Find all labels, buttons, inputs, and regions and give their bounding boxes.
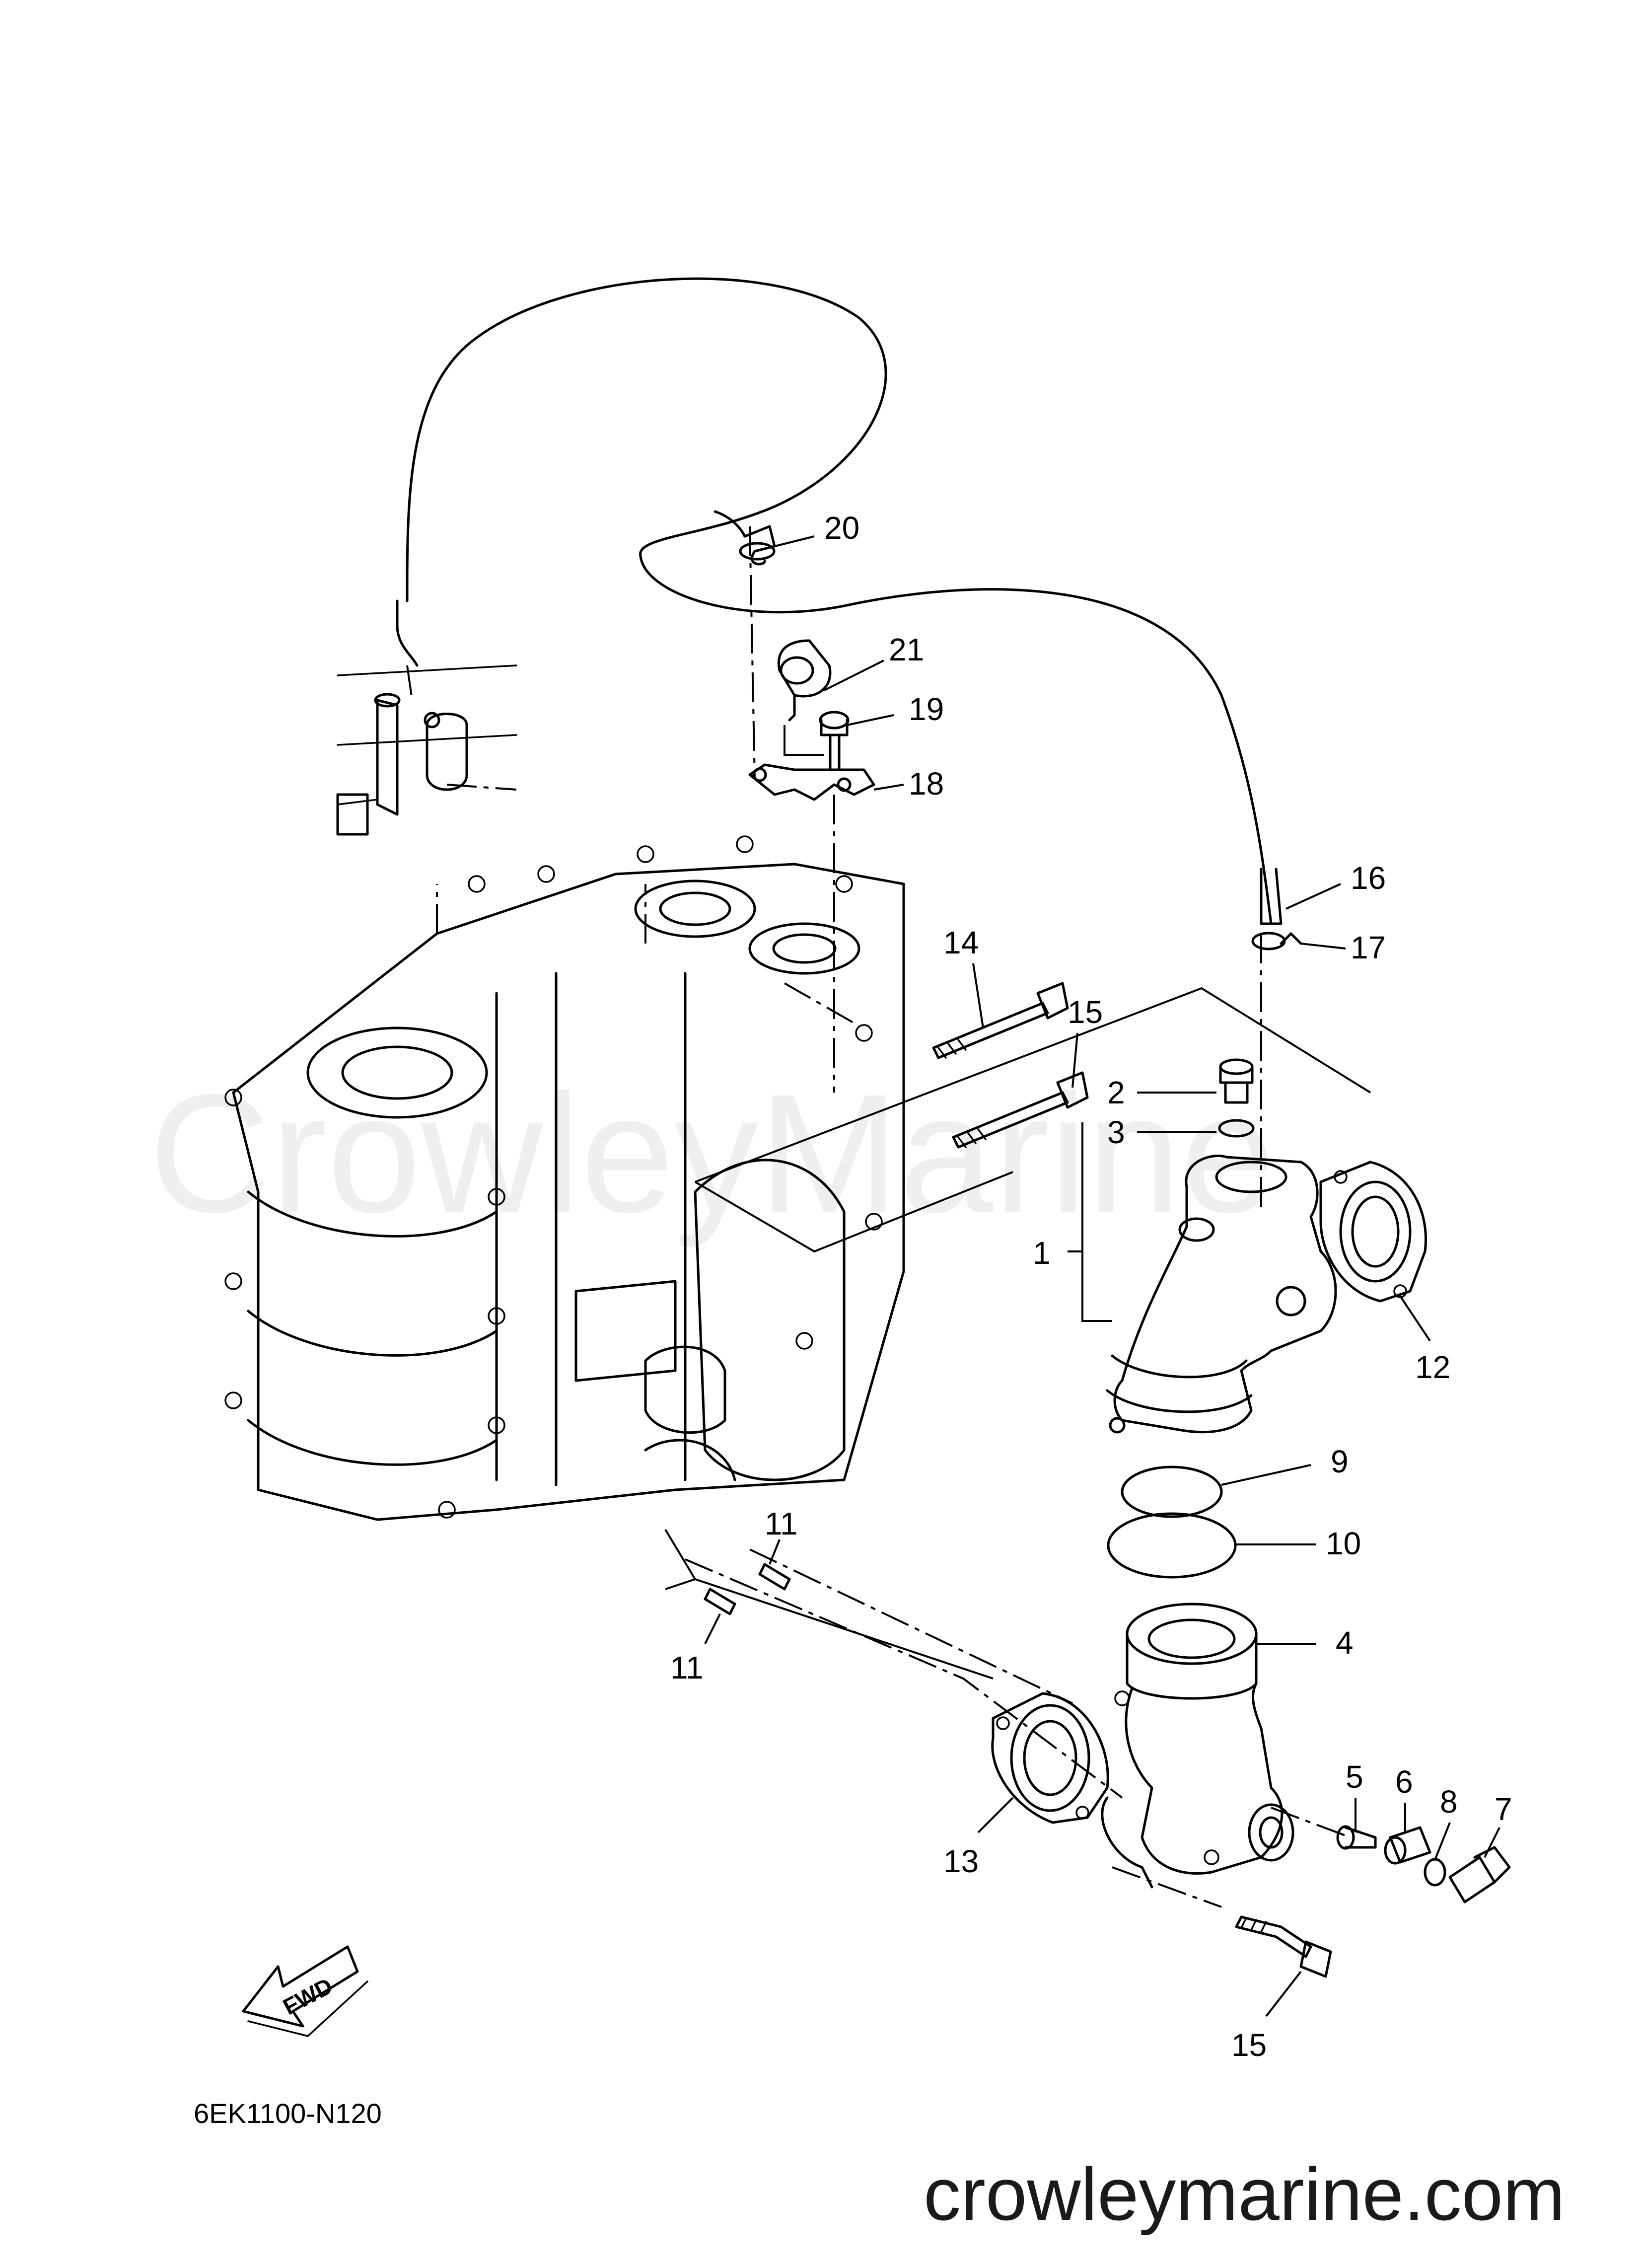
part-20-hose-clamp [714,510,776,566]
fwd-direction-arrow: FWD [242,1945,368,2037]
callout-labels: 20 21 19 18 16 17 14 15 2 3 1 12 9 10 4 … [670,510,1512,2063]
callout-1: 1 [1033,1235,1051,1271]
part-15-bolt-lower [1235,1915,1332,1978]
callout-11-lower: 11 [670,1650,703,1685]
part-8-washer [1424,1858,1446,1887]
part-14-bolt [932,982,1069,1059]
leader-lines [704,535,1500,2017]
callout-6: 6 [1395,1764,1413,1800]
callout-2: 2 [1107,1075,1125,1110]
callout-7: 7 [1495,1791,1512,1827]
part-21-grommet [778,639,832,722]
callout-8: 8 [1440,1784,1458,1820]
part-19-bolt [819,711,850,771]
part-6-collar [1384,1826,1431,1865]
website-footer: crowleymarine.com [924,2152,1565,2236]
part-13-gasket [991,1692,1109,1824]
part-2-plug [1219,1058,1254,1104]
part-1-exhaust-manifold [1106,1155,1337,1434]
callout-20: 20 [824,510,859,546]
part-7-plug [1448,1846,1511,1903]
callout-15-upper: 15 [1068,994,1103,1030]
drawing-code: 6EK1100-N120 [194,2098,382,2129]
callout-18: 18 [909,766,944,802]
callout-19: 19 [909,691,944,727]
part-4-exhaust-guide [1101,1603,1294,1889]
gasket-plane-guide [694,987,1371,1253]
part-18-bracket [748,725,875,801]
callout-9: 9 [1331,1444,1349,1479]
lower-plane-guide [664,1529,994,1680]
part-10-o-ring [1107,1512,1237,1579]
callout-10: 10 [1326,1526,1361,1561]
callout-3: 3 [1107,1114,1125,1150]
callout-5: 5 [1346,1759,1363,1795]
part-17-hose-clip [1251,932,1302,951]
callout-14: 14 [943,925,979,960]
fwd-label: FWD [279,1973,337,2020]
hose-end-left [396,599,419,667]
callout-21: 21 [889,632,924,667]
upper-engine-detail [336,664,517,836]
hose-end-right [1260,868,1283,925]
callout-11-upper: 11 [765,1506,797,1541]
hose-tubing [406,277,1273,925]
callout-4: 4 [1336,1625,1354,1661]
callout-16: 16 [1351,860,1386,896]
part-11-dowel-pins [704,1563,791,1615]
callout-17: 17 [1351,930,1386,965]
callout-15-lower: 15 [1231,2027,1267,2063]
part-9-o-ring [1121,1465,1223,1518]
part-3-o-ring [1218,1119,1255,1138]
watermark: CrowleyMarine [149,1059,1275,1248]
part-5-bolt [1336,1825,1377,1850]
callout-13: 13 [943,1843,979,1879]
callout-12: 12 [1415,1349,1450,1385]
part-12-gasket [1319,1161,1427,1303]
center-lines [685,526,1351,1908]
